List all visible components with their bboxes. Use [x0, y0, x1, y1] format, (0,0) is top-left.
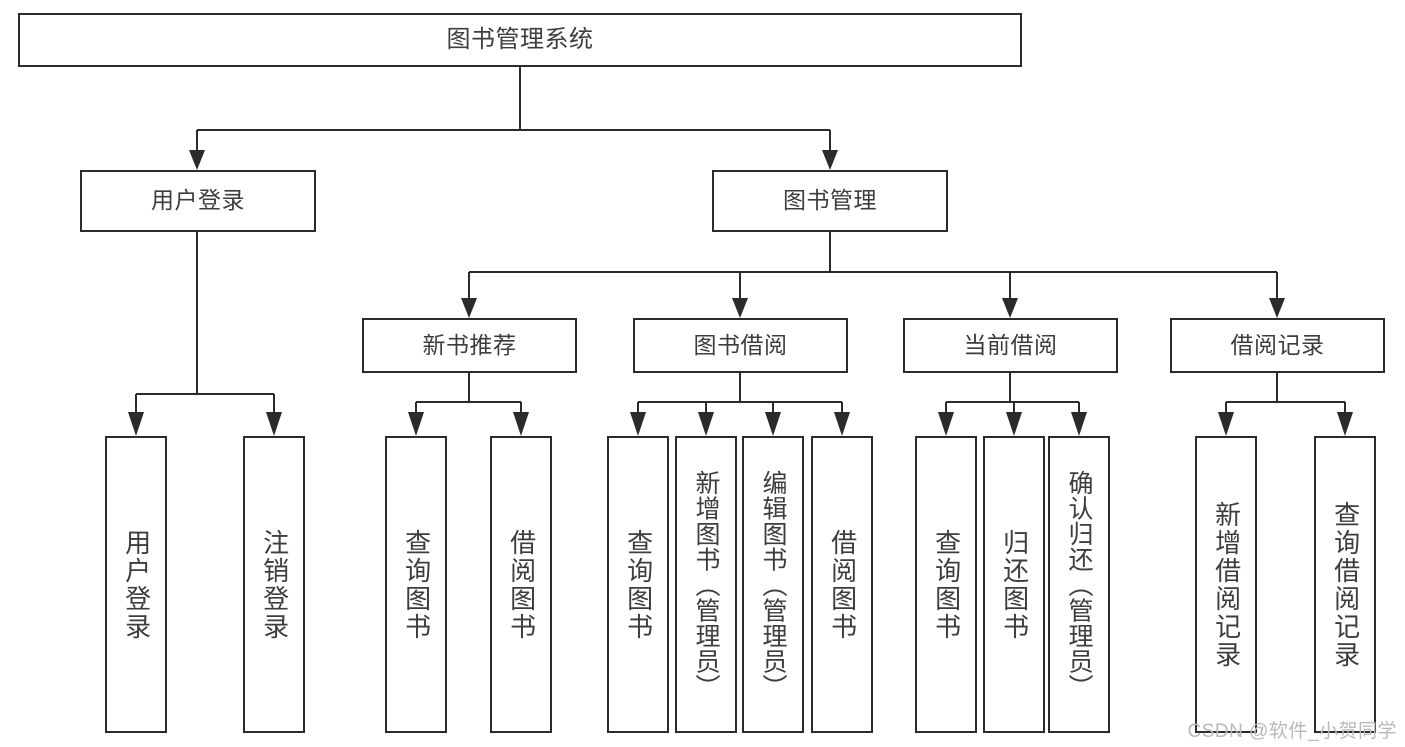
- node-root-system[interactable]: 图书管理系统: [18, 13, 1022, 67]
- node-leaf-borrow-book-2[interactable]: 借阅图书: [811, 436, 873, 733]
- node-label: 新书推荐: [422, 331, 517, 358]
- arrow-book-borrow: [732, 298, 748, 318]
- node-leaf-query-book-1[interactable]: 查询图书: [385, 436, 447, 733]
- csdn-watermark: CSDN @软件_小贺同学: [1187, 721, 1397, 742]
- arrow-leaf-query-book-2: [630, 412, 646, 436]
- arrow-leaf-borrow-book-1: [513, 412, 529, 436]
- node-leaf-borrow-book-1[interactable]: 借阅图书: [490, 436, 552, 733]
- arrow-new-book-recommend: [461, 298, 477, 318]
- node-label: 编辑图书（管理员）: [759, 469, 787, 700]
- arrow-current-borrow: [1002, 298, 1018, 318]
- node-label: 确认归还（管理员）: [1065, 469, 1093, 700]
- node-label: 查询图书: [401, 528, 432, 641]
- arrow-leaf-confirm-return: [1071, 412, 1087, 436]
- arrow-book-management: [822, 150, 838, 170]
- node-label: 图书管理系统: [446, 25, 594, 53]
- node-current-borrow[interactable]: 当前借阅: [903, 318, 1118, 373]
- node-borrow-record[interactable]: 借阅记录: [1170, 318, 1385, 373]
- node-book-management[interactable]: 图书管理: [712, 170, 948, 232]
- arrow-leaf-return-book: [1006, 412, 1022, 436]
- arrow-leaf-query-book-1: [408, 412, 424, 436]
- arrow-user-login: [189, 150, 205, 170]
- node-label: 查询图书: [931, 528, 962, 641]
- node-leaf-user-login[interactable]: 用户登录: [105, 436, 167, 733]
- arrow-leaf-borrow-book-2: [834, 412, 850, 436]
- node-label: 新增图书（管理员）: [692, 469, 720, 700]
- node-label: 查询借阅记录: [1330, 500, 1361, 669]
- node-label: 借阅图书: [827, 528, 858, 641]
- node-user-login[interactable]: 用户登录: [80, 170, 316, 232]
- node-leaf-add-record[interactable]: 新增借阅记录: [1195, 436, 1257, 733]
- node-label: 当前借阅: [963, 331, 1058, 358]
- node-label: 借阅图书: [506, 528, 537, 641]
- arrow-leaf-logout: [266, 412, 282, 436]
- node-leaf-query-record[interactable]: 查询借阅记录: [1314, 436, 1376, 733]
- node-label: 图书借阅: [693, 331, 788, 358]
- node-label: 注销登录: [259, 528, 290, 641]
- node-label: 新增借阅记录: [1211, 500, 1242, 669]
- node-leaf-query-book-3[interactable]: 查询图书: [915, 436, 977, 733]
- node-leaf-query-book-2[interactable]: 查询图书: [607, 436, 669, 733]
- node-label: 查询图书: [623, 528, 654, 641]
- node-label: 用户登录: [121, 528, 152, 641]
- node-book-borrow[interactable]: 图书借阅: [633, 318, 848, 373]
- node-leaf-confirm-return[interactable]: 确认归还（管理员）: [1048, 436, 1110, 733]
- arrow-leaf-query-book-3: [938, 412, 954, 436]
- arrow-borrow-record: [1269, 298, 1285, 318]
- node-leaf-logout[interactable]: 注销登录: [243, 436, 305, 733]
- node-leaf-edit-book[interactable]: 编辑图书（管理员）: [742, 436, 804, 733]
- arrow-leaf-query-record: [1337, 412, 1353, 436]
- node-label: 图书管理: [783, 187, 877, 214]
- node-label: 归还图书: [999, 528, 1030, 641]
- node-label: 用户登录: [151, 187, 245, 214]
- node-label: 借阅记录: [1230, 331, 1325, 358]
- node-new-book-recommend[interactable]: 新书推荐: [362, 318, 577, 373]
- arrow-leaf-add-record: [1218, 412, 1234, 436]
- arrow-leaf-edit-book: [765, 412, 781, 436]
- node-leaf-return-book[interactable]: 归还图书: [983, 436, 1045, 733]
- arrow-leaf-user-login: [128, 412, 144, 436]
- arrow-leaf-add-book: [698, 412, 714, 436]
- node-leaf-add-book[interactable]: 新增图书（管理员）: [675, 436, 737, 733]
